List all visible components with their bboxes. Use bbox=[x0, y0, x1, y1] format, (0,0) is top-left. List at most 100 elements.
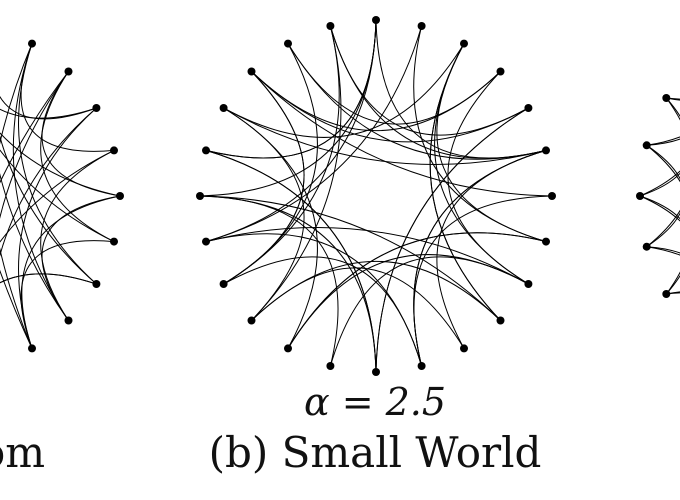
random-edge bbox=[0, 269, 33, 349]
ring-edge bbox=[646, 246, 680, 254]
ring-node bbox=[642, 141, 651, 150]
random-node bbox=[92, 104, 101, 112]
small-world-edge bbox=[413, 149, 547, 367]
ring-edge bbox=[646, 144, 680, 295]
ring-edge bbox=[639, 97, 680, 197]
random-edge bbox=[0, 71, 69, 184]
random-edge bbox=[41, 195, 121, 321]
ring-node bbox=[642, 242, 651, 251]
random-edge bbox=[0, 149, 115, 243]
random-edge bbox=[0, 134, 97, 285]
small-world-edge bbox=[413, 149, 547, 367]
small-world-edge bbox=[251, 71, 501, 132]
small-world-node bbox=[247, 67, 256, 76]
small-world-node bbox=[460, 39, 468, 48]
ring-node bbox=[662, 290, 671, 298]
small-world-node bbox=[326, 362, 335, 370]
small-world-edge bbox=[375, 19, 547, 159]
random-edge bbox=[0, 172, 69, 321]
small-world-node bbox=[548, 192, 556, 200]
small-world-edge bbox=[287, 232, 547, 349]
small-world-edge bbox=[205, 19, 377, 243]
ring-edge bbox=[646, 138, 680, 146]
random-edge bbox=[12, 43, 69, 321]
ring-node bbox=[636, 192, 644, 200]
ring-edge bbox=[666, 97, 680, 100]
small-world-node bbox=[372, 368, 380, 376]
random-node bbox=[64, 67, 73, 76]
panel-b-small-world-network bbox=[196, 16, 556, 376]
random-edge bbox=[0, 71, 69, 220]
alpha-parameter-label: α = 2.5 bbox=[303, 380, 447, 424]
random-edge bbox=[0, 132, 121, 197]
random-edge bbox=[20, 240, 115, 349]
panel-a-caption-fragment: om bbox=[0, 428, 46, 477]
random-node bbox=[116, 192, 124, 200]
random-node bbox=[92, 280, 101, 288]
random-edge bbox=[0, 273, 97, 285]
random-edge bbox=[18, 107, 97, 349]
ring-edge bbox=[666, 291, 680, 295]
small-world-node bbox=[372, 16, 380, 24]
small-world-edge bbox=[329, 256, 529, 367]
random-node bbox=[110, 237, 118, 246]
small-world-edge bbox=[251, 71, 529, 143]
ring-edge bbox=[646, 136, 680, 146]
small-world-edge bbox=[199, 195, 339, 367]
ring-edge bbox=[666, 292, 680, 295]
small-world-edge bbox=[223, 107, 547, 165]
small-world-node bbox=[202, 146, 210, 155]
ring-edge bbox=[666, 97, 680, 101]
small-world-node bbox=[219, 280, 228, 288]
small-world-edge bbox=[205, 233, 423, 367]
panel-b-caption: (b) Small World bbox=[208, 428, 542, 477]
random-node bbox=[28, 344, 36, 353]
random-edge bbox=[0, 43, 33, 145]
ring-edge bbox=[639, 195, 680, 222]
small-world-edge bbox=[223, 43, 465, 138]
small-world-edge bbox=[287, 232, 547, 349]
small-world-node bbox=[460, 344, 468, 353]
small-world-node bbox=[417, 22, 426, 30]
random-edge bbox=[0, 273, 97, 285]
small-world-node bbox=[417, 362, 426, 370]
small-world-node bbox=[496, 316, 505, 325]
small-world-edge bbox=[251, 25, 342, 321]
small-world-edge bbox=[429, 43, 501, 321]
random-node bbox=[110, 146, 118, 155]
small-world-edge bbox=[413, 25, 547, 243]
random-edge bbox=[20, 43, 115, 152]
random-node bbox=[28, 39, 36, 48]
small-world-node bbox=[496, 67, 505, 76]
random-edge bbox=[0, 95, 97, 120]
small-world-edge bbox=[205, 19, 377, 159]
random-node bbox=[64, 316, 73, 325]
random-edge bbox=[41, 71, 121, 197]
ring-edge bbox=[639, 195, 680, 295]
ring-edge bbox=[639, 170, 680, 197]
small-world-node bbox=[284, 344, 292, 353]
small-world-edge bbox=[205, 25, 423, 243]
random-edge bbox=[18, 43, 97, 285]
ring-edge bbox=[646, 246, 680, 256]
small-world-edge bbox=[251, 71, 553, 197]
small-world-edge bbox=[413, 195, 553, 367]
small-world-edge bbox=[223, 107, 305, 321]
small-world-node bbox=[542, 237, 550, 246]
small-world-edge bbox=[223, 25, 340, 285]
ring-edge bbox=[646, 144, 680, 248]
small-world-edge bbox=[205, 19, 377, 159]
ring-edge bbox=[646, 97, 680, 248]
panel-a-random-network bbox=[0, 39, 124, 353]
random-edge bbox=[40, 71, 115, 243]
small-world-node bbox=[202, 237, 210, 246]
small-world-edge bbox=[199, 195, 501, 321]
random-edge bbox=[0, 107, 97, 258]
small-world-node bbox=[524, 280, 533, 288]
small-world-node bbox=[284, 39, 292, 48]
random-edge bbox=[0, 107, 97, 119]
small-world-edge bbox=[429, 43, 501, 321]
small-world-edge bbox=[287, 254, 529, 349]
small-world-edge bbox=[287, 43, 547, 160]
